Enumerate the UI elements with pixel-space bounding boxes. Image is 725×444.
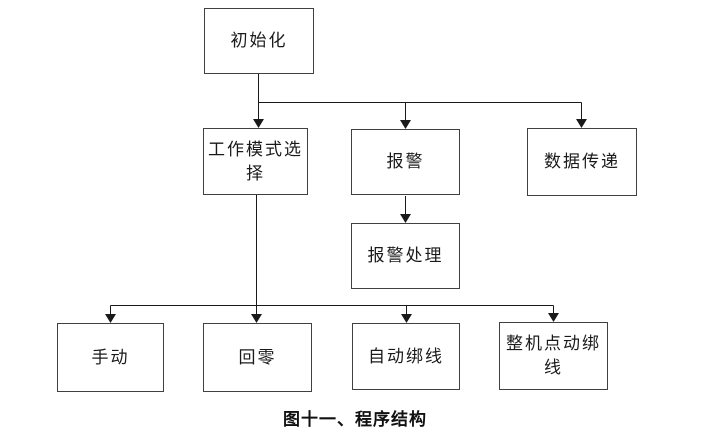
node-alarm-handling: 报警处理 xyxy=(351,223,460,289)
node-label: 整机点动绑线 xyxy=(506,334,601,377)
node-label: 初始化 xyxy=(230,31,288,50)
node-label: 自动绑线 xyxy=(368,346,444,366)
node-manual: 手动 xyxy=(57,323,164,392)
figure-caption: 图十一、程序结构 xyxy=(283,410,427,429)
node-label: 报警 xyxy=(386,152,425,171)
node-initialization: 初始化 xyxy=(204,8,314,74)
node-label: 工作模式选择 xyxy=(208,139,303,183)
node-data-transfer: 数据传递 xyxy=(527,128,637,196)
node-label: 数据传递 xyxy=(544,152,620,171)
node-label: 手动 xyxy=(91,347,130,367)
node-label: 回零 xyxy=(238,347,277,367)
node-auto-binding: 自动绑线 xyxy=(352,323,460,390)
node-alarm: 报警 xyxy=(351,129,460,195)
arrowheads xyxy=(105,119,587,323)
node-work-mode-select: 工作模式选择 xyxy=(203,128,308,195)
node-jog-binding: 整机点动绑线 xyxy=(499,322,608,390)
node-return-zero: 回零 xyxy=(203,323,312,392)
connector-path xyxy=(110,74,582,314)
node-label: 报警处理 xyxy=(367,246,444,265)
